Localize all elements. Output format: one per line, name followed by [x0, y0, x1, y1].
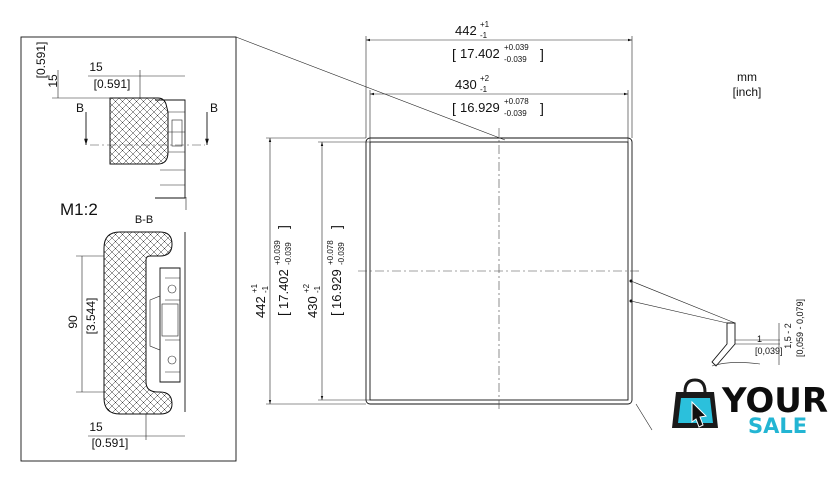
svg-text:442: 442 [253, 296, 268, 318]
svg-text:-0.039: -0.039 [284, 242, 293, 265]
svg-text:430: 430 [455, 77, 477, 92]
detail-top-view [84, 97, 209, 210]
svg-text:16.929: 16.929 [460, 100, 500, 115]
edge-thickness-inch: [0,059 - 0,079] [795, 299, 805, 357]
dim-bottom-mm: 15 [89, 420, 103, 434]
dim-top-left-inch: [0.591] [34, 42, 48, 79]
dim-top-left-mm: 15 [46, 74, 60, 88]
dim-height-mm: 90 [66, 315, 80, 329]
svg-text:+2: +2 [302, 283, 311, 293]
edge-thickness-mm: 1,5 - 2 [783, 323, 793, 349]
yoursale-logo: YOUR SALE [672, 378, 828, 438]
dim-width-inner-text: 430 +2 -1 [ 16.929 +0.078 -0.039 ] [452, 74, 544, 118]
dim-top-horizontal-inch: [0.591] [94, 77, 131, 91]
dim-height-outer-text: 442 +1 -1 [250, 283, 270, 318]
svg-text:+2: +2 [480, 74, 490, 83]
svg-text:]: ] [328, 225, 344, 229]
svg-text:442: 442 [455, 23, 477, 38]
svg-text:-0.039: -0.039 [504, 55, 527, 64]
svg-text:430: 430 [305, 296, 320, 318]
svg-text:-1: -1 [313, 285, 322, 293]
scale-label: M1:2 [60, 200, 98, 219]
svg-text:16.929: 16.929 [329, 269, 344, 309]
svg-text:+1: +1 [250, 283, 259, 293]
cut-label-right: B [210, 101, 218, 115]
dim-height-inch: [3.544] [84, 298, 98, 335]
logo-word-sale: SALE [748, 414, 807, 438]
svg-text:-0.039: -0.039 [337, 242, 346, 265]
svg-text:]: ] [275, 225, 291, 229]
svg-text:+0.078: +0.078 [326, 240, 335, 265]
edge-gap-mm: 1 [757, 334, 762, 344]
section-label: B-B [135, 214, 153, 226]
dim-height-inner-text: 430 +2 -1 [302, 283, 322, 318]
svg-text:+0.078: +0.078 [504, 97, 529, 106]
svg-text:[: [ [275, 312, 291, 316]
svg-text:+1: +1 [480, 20, 490, 29]
dim-bottom-inch: [0.591] [92, 436, 129, 450]
svg-text:-1: -1 [261, 285, 270, 293]
units-mm: mm [737, 70, 757, 84]
svg-text:17.402: 17.402 [460, 46, 500, 61]
svg-text:[: [ [328, 312, 344, 316]
svg-text:-1: -1 [480, 31, 488, 40]
svg-text:+0.039: +0.039 [504, 43, 529, 52]
edge-gap-inch: [0,039] [755, 346, 783, 356]
svg-text:17.402: 17.402 [276, 269, 291, 309]
detail-leader-line [235, 36, 506, 141]
shopping-bag-icon [672, 378, 718, 428]
svg-text:]: ] [540, 46, 544, 62]
svg-text:[: [ [452, 100, 456, 116]
units-inch: [inch] [733, 85, 762, 99]
svg-text:-0.039: -0.039 [504, 109, 527, 118]
logo-word-your: YOUR [721, 381, 828, 421]
dim-top-horizontal-mm: 15 [89, 60, 103, 74]
cut-label-left: B [76, 101, 84, 115]
dim-width-outer-text: 442 +1 -1 [ 17.402 +0.039 -0.039 ] [452, 20, 544, 64]
svg-text:+0.039: +0.039 [273, 240, 282, 265]
svg-text:]: ] [540, 100, 544, 116]
edge-detail-callout [629, 279, 780, 431]
svg-text:-1: -1 [480, 85, 488, 94]
svg-text:[: [ [452, 46, 456, 62]
dim-height-outer-inch-text: [ 17.402 +0.039 -0.039 ] [273, 225, 293, 316]
dim-height-inner-inch-text: [ 16.929 +0.078 -0.039 ] [326, 225, 346, 316]
detail-frame [20, 36, 237, 462]
section-bb-view [103, 231, 186, 415]
